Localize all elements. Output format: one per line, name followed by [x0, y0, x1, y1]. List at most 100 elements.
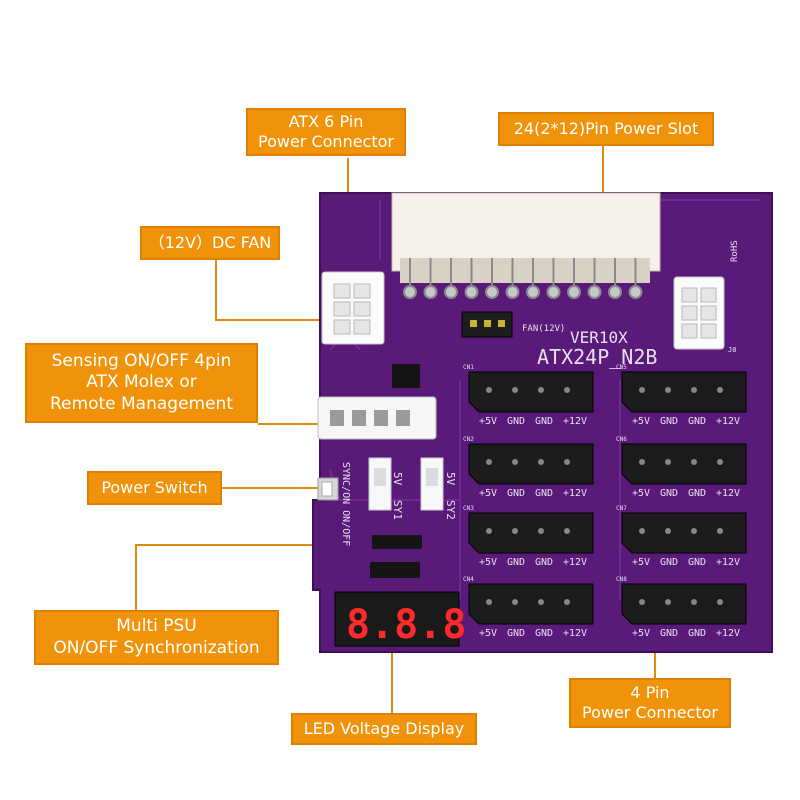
sy1-label: SY1: [391, 500, 404, 520]
molex-pin: [486, 528, 492, 534]
board-version: VER10X: [570, 328, 628, 347]
molex-pin-label: +5V: [632, 488, 650, 499]
connector-id: CN1: [463, 364, 474, 371]
connector-id: CN3: [463, 505, 474, 512]
molex-pin: [564, 599, 570, 605]
molex-body: [621, 583, 747, 625]
molex-pin: [512, 528, 518, 534]
molex-pin-label: GND: [660, 488, 678, 499]
molex-pin: [639, 387, 645, 393]
molex-pin: [538, 387, 544, 393]
molex-pin-label: GND: [535, 416, 553, 427]
molex-pin: [717, 387, 723, 393]
led-digits: 8.8.8: [346, 602, 466, 648]
molex-pin: [639, 528, 645, 534]
molex-body: [621, 512, 747, 554]
sy1-5v: 5V: [391, 472, 404, 486]
molex-body: [468, 512, 594, 554]
molex-pin-label: GND: [688, 416, 706, 427]
molex-body: [468, 443, 594, 485]
molex-pin: [639, 599, 645, 605]
pcb-traces: [329, 199, 760, 600]
molex-pin-label: GND: [688, 488, 706, 499]
molex-pin-label: GND: [660, 557, 678, 568]
molex-pin: [512, 387, 518, 393]
slot-pin-pad: [567, 285, 581, 299]
molex-pin-label: GND: [507, 416, 525, 427]
molex-pin: [538, 528, 544, 534]
molex-pin: [717, 599, 723, 605]
sy2-label: SY2: [444, 500, 457, 520]
slot-pin-pad: [628, 285, 643, 299]
molex-pin-label: GND: [660, 628, 678, 639]
led-display: [334, 591, 460, 647]
molex-pin: [486, 599, 492, 605]
molex-pin-label: GND: [660, 416, 678, 427]
molex-pin-label: +5V: [479, 416, 497, 427]
slot-pin-pad: [485, 285, 499, 299]
molex-pin: [512, 459, 518, 465]
fan-label: FAN(12V): [522, 324, 565, 334]
callout-atx6: ATX 6 Pin Power Connector: [246, 108, 406, 156]
callout-fan: （12V）DC FAN: [140, 226, 280, 260]
molex-pin: [512, 599, 518, 605]
slot-pin-pad: [505, 285, 520, 299]
molex-pin-label: GND: [688, 557, 706, 568]
molex-pin: [717, 459, 723, 465]
molex-pin-label: +12V: [563, 628, 587, 639]
molex-pin: [538, 459, 544, 465]
connector-id: CN4: [463, 576, 474, 583]
slot-pin-pad: [608, 285, 622, 299]
molex-pin: [486, 387, 492, 393]
connector-id: CN2: [463, 436, 474, 443]
slot-pin-pad: [587, 285, 602, 299]
callout-sync: Multi PSU ON/OFF Synchronization: [34, 610, 279, 665]
molex-pin: [717, 528, 723, 534]
molex-body: [621, 443, 747, 485]
molex-pin: [486, 459, 492, 465]
callout-slot24: 24(2*12)Pin Power Slot: [498, 112, 714, 146]
slot-pin-pad: [403, 285, 417, 299]
callout-pin4: 4 Pin Power Connector: [569, 678, 731, 728]
molex-pin: [691, 387, 697, 393]
molex-pin-label: GND: [507, 557, 525, 568]
molex-pin: [665, 459, 671, 465]
slot-pin-pad: [546, 285, 561, 299]
callout-switch: Power Switch: [87, 471, 222, 505]
molex-pin-label: +12V: [716, 416, 740, 427]
molex-pin-label: +5V: [632, 557, 650, 568]
molex-pin: [538, 599, 544, 605]
sy2-5v: 5V: [444, 472, 457, 486]
callout-sensing: Sensing ON/OFF 4pin ATX Molex or Remote …: [25, 343, 258, 423]
molex-pin-label: GND: [507, 628, 525, 639]
molex-pin-label: GND: [507, 488, 525, 499]
molex-pin-label: GND: [535, 488, 553, 499]
molex-pin: [691, 528, 697, 534]
molex-pin-label: +12V: [716, 488, 740, 499]
molex-pin: [665, 599, 671, 605]
slot-pin-pad: [526, 285, 540, 299]
molex-pin-label: +5V: [632, 416, 650, 427]
sync-headers: [368, 457, 444, 511]
molex-pin-label: +12V: [563, 557, 587, 568]
molex-pin: [564, 528, 570, 534]
molex-pin: [691, 599, 697, 605]
molex-pin-label: +5V: [632, 628, 650, 639]
molex-pin-label: +12V: [563, 488, 587, 499]
sensing-molex: [317, 396, 437, 440]
molex-pin: [564, 459, 570, 465]
j8-connector: [673, 276, 725, 350]
molex-pin-label: GND: [535, 628, 553, 639]
molex-pin-label: +12V: [716, 557, 740, 568]
connector-id: CN8: [616, 576, 627, 583]
